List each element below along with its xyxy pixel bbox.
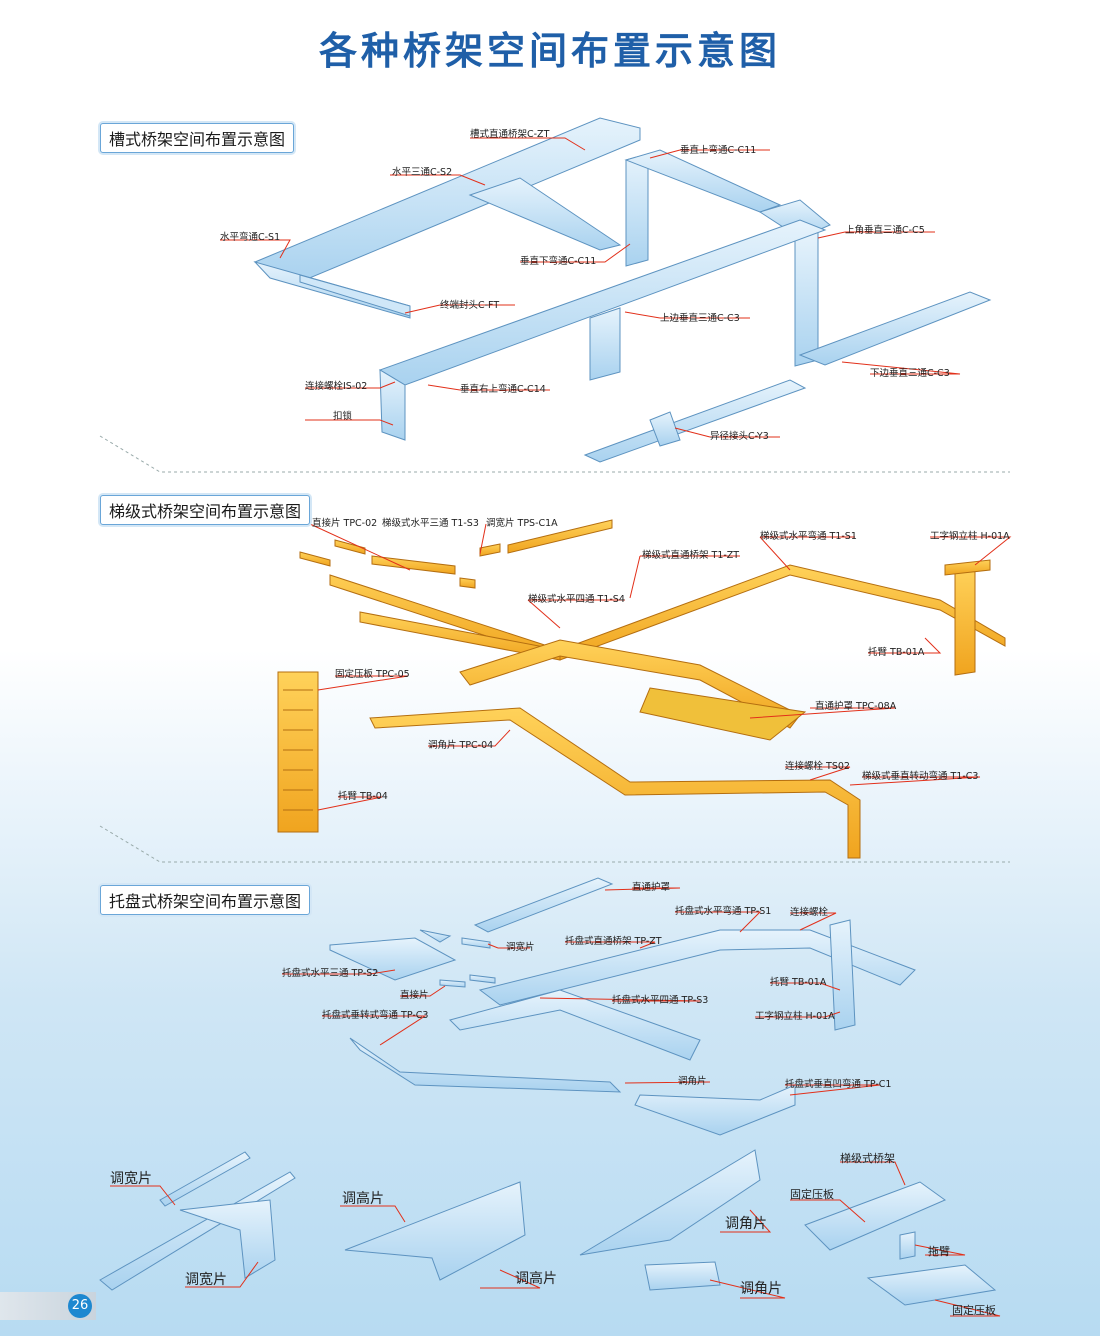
label-part-ladder-tray: 梯级式桥架 bbox=[840, 1152, 895, 1165]
label-tray-vertical: 托盘式垂直凹弯通 TP-C1 bbox=[785, 1079, 892, 1090]
label-ladder-vertical: 梯级式垂直转动弯通 T1-C3 bbox=[862, 771, 979, 782]
label-tray-straight-piece: 直接片 bbox=[400, 990, 429, 1001]
label-ladder-width-piece: 调宽片 TPS-C1A bbox=[486, 518, 558, 529]
label-trough-end-cap: 终端封头C-FT bbox=[440, 300, 500, 311]
label-part-angle1: 调角片 bbox=[725, 1216, 767, 1232]
label-ladder-tee: 梯级式水平三通 T1-S3 bbox=[382, 518, 479, 529]
label-trough-vertical-down: 垂直下弯通C-C11 bbox=[520, 256, 597, 267]
ladder-tray-layout bbox=[277, 519, 1006, 859]
label-tray-i-beam: 工字钢立柱 H-01A bbox=[755, 1011, 835, 1022]
label-ladder-angle-piece: 调角片 TPC-04 bbox=[428, 740, 494, 751]
label-trough-bolt: 连接螺栓IS-02 bbox=[305, 381, 368, 392]
trough-tray-layout bbox=[253, 117, 992, 463]
label-trough-lock: 扣锁 bbox=[333, 411, 353, 422]
label-tray-width: 调宽片 bbox=[506, 942, 535, 953]
section-header-trough: 槽式桥架空间布置示意图 bbox=[100, 123, 295, 153]
label-ladder-i-beam: 工字钢立柱 H-01A bbox=[930, 531, 1010, 542]
section-header-ladder: 梯级式桥架空间布置示意图 bbox=[100, 495, 311, 525]
label-ladder-fixed-plate: 固定压板 TPC-05 bbox=[335, 669, 410, 680]
label-part-angle2: 调角片 bbox=[740, 1281, 782, 1297]
label-ladder-cover: 直通护罩 TPC-08A bbox=[815, 701, 897, 712]
label-tray-bend: 托盘式水平弯通 TP-S1 bbox=[675, 906, 772, 917]
parts-drawings bbox=[99, 1149, 997, 1306]
ladder-rungs bbox=[283, 689, 313, 811]
leader-lines bbox=[110, 137, 1012, 1317]
label-part-fixed-plate: 固定压板 bbox=[790, 1188, 834, 1201]
label-tray-rotate: 托盘式垂转式弯通 TP-C3 bbox=[322, 1010, 429, 1021]
label-ladder-arm: 托臂 TB-01A bbox=[868, 647, 925, 658]
label-tray-arm: 托臂 TB-01A bbox=[770, 977, 827, 988]
label-tray-tee: 托盘式水平三通 TP-S2 bbox=[282, 968, 379, 979]
label-trough-upper-tee: 上边垂直三通C-C3 bbox=[660, 313, 740, 324]
label-tray-straight: 托盘式直通桥架 TP-ZT bbox=[565, 936, 662, 947]
label-part-width1: 调宽片 bbox=[110, 1171, 152, 1187]
label-tray-cross: 托盘式水平四通 TP-S3 bbox=[612, 995, 709, 1006]
page-title: 各种桥架空间布置示意图 bbox=[318, 28, 781, 73]
label-ladder-bend: 梯级式水平弯通 T1-S1 bbox=[760, 531, 857, 542]
label-trough-straight: 槽式直通桥架C-ZT bbox=[470, 129, 550, 140]
label-trough-horizontal-bend: 水平弯通C-S1 bbox=[220, 232, 281, 243]
page-number: 26 bbox=[68, 1294, 92, 1318]
label-ladder-straight: 梯级式直通桥架 T1-ZT bbox=[642, 550, 740, 561]
label-trough-right-up: 垂直右上弯通C-C14 bbox=[460, 384, 546, 395]
label-ladder-bolt: 连接螺栓 TS02 bbox=[785, 761, 850, 772]
label-trough-top-corner-tee: 上角垂直三通C-C5 bbox=[845, 225, 925, 236]
label-part-fixed-plate2: 固定压板 bbox=[952, 1304, 996, 1317]
label-tray-angle: 调角片 bbox=[678, 1076, 707, 1087]
label-part-height2: 调高片 bbox=[515, 1271, 557, 1287]
label-tray-bolt: 连接螺栓 bbox=[790, 907, 829, 918]
label-part-drag-arm: 拖臂 bbox=[928, 1245, 950, 1258]
label-part-height1: 调高片 bbox=[342, 1191, 384, 1207]
tray-layout bbox=[329, 877, 916, 1136]
label-trough-vertical-up: 垂直上弯通C-C11 bbox=[680, 145, 757, 156]
label-trough-tee: 水平三通C-S2 bbox=[392, 167, 453, 178]
label-ladder-arm2: 托臂 TB-04 bbox=[338, 791, 388, 802]
label-tray-cover: 直通护罩 bbox=[632, 882, 671, 893]
label-part-width2: 调宽片 bbox=[185, 1272, 227, 1288]
section-separators bbox=[99, 435, 1010, 863]
label-ladder-cross: 梯级式水平四通 T1-S4 bbox=[528, 594, 625, 605]
label-trough-reducer: 异径接头C-Y3 bbox=[710, 431, 769, 442]
label-ladder-straight-piece: 直接片 TPC-02 bbox=[312, 518, 378, 529]
section-header-tray: 托盘式桥架空间布置示意图 bbox=[100, 885, 311, 915]
label-trough-lower-tee: 下边垂直三通C-C3 bbox=[870, 368, 950, 379]
